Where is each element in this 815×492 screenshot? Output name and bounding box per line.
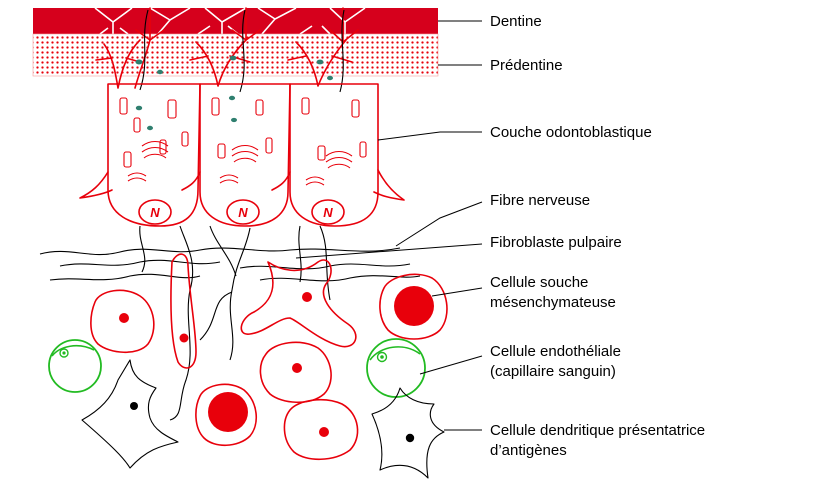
label-cellule-endotheliale: Cellule endothéliale <box>490 343 621 360</box>
label-predentine: Prédentine <box>490 57 563 74</box>
nerve-fibres <box>40 226 420 420</box>
label-mesenchymateuse: mésenchymateuse <box>490 294 616 311</box>
label-capillaire-sanguin: (capillaire sanguin) <box>490 363 616 380</box>
labels: Dentine Prédentine Couche odontoblastiqu… <box>490 13 705 459</box>
odontoblast-nuclei: N N N <box>139 200 344 224</box>
nucleus-label-3: N <box>323 205 333 220</box>
label-fibre-nerveuse: Fibre nerveuse <box>490 192 590 209</box>
odontoblast-layer: N N N <box>80 84 404 226</box>
label-couche-odontoblastique: Couche odontoblastique <box>490 124 652 141</box>
label-cellule-souche: Cellule souche <box>490 274 588 291</box>
label-fibroblaste-pulpaire: Fibroblaste pulpaire <box>490 234 622 251</box>
label-antigenes: d’antigènes <box>490 442 567 459</box>
label-dentine: Dentine <box>490 13 542 30</box>
label-cellule-dendritique: Cellule dendritique présentatrice <box>490 422 705 439</box>
nucleus-label-1: N <box>150 205 160 220</box>
nucleus-label-2: N <box>238 205 248 220</box>
dentine-layer <box>33 8 438 34</box>
predentine-layer <box>33 34 438 76</box>
